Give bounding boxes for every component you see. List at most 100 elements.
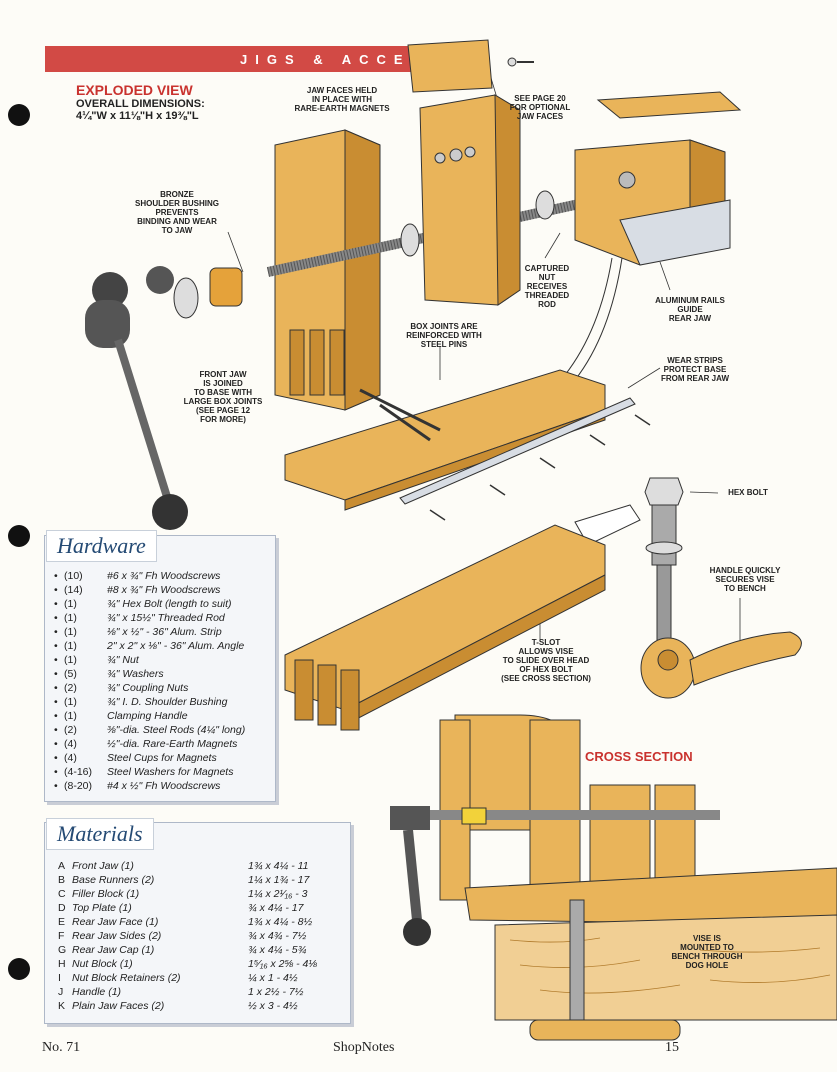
hardware-qty: (10) [64,570,83,582]
materials-row: E Rear Jaw Face (1) 1¾ x 4¼ - 8½ [58,915,317,929]
materials-letter: D [58,902,66,914]
materials-size: ¾ x 4¼ - 5¾ [248,944,307,956]
materials-row: F Rear Jaw Sides (2) ¾ x 4¾ - 7½ [58,929,317,943]
bullet-icon: • [54,696,58,708]
hardware-item: •(1)Clamping Handle [54,709,245,723]
materials-letter: E [58,916,66,928]
overall-dimensions-label: OVERALL DIMENSIONS: [76,98,205,110]
hardware-qty: (4-16) [64,766,93,778]
hardware-qty: (4) [64,752,77,764]
hardware-title: Hardware [46,530,157,562]
materials-letter: K [58,1000,66,1012]
hardware-item: • (10) #6 x ¾" Fh Woodscrews [54,569,245,583]
bullet-icon: • [54,570,58,582]
hardware-desc: ¾" Nut [107,654,139,666]
bullet-icon: • [54,640,58,652]
materials-size: 1¼ x 2¹⁄₁₆ - 3 [248,888,308,900]
materials-name: Handle (1) [72,986,122,998]
materials-letter: B [58,874,66,886]
hardware-item: •(1)⅛" x ½" - 36" Alum. Strip [54,625,245,639]
exploded-view-title-block: EXPLODED VIEW OVERALL DIMENSIONS: 4¼"W x… [76,82,205,122]
materials-letter: C [58,888,66,900]
materials-size: ½ x 3 - 4½ [248,1000,298,1012]
overall-dimensions-value: 4¼"W x 11⅛"H x 19⅜"L [76,110,199,122]
bullet-icon: • [54,738,58,750]
hardware-item: •(8-20)#4 x ½" Fh Woodscrews [54,779,245,793]
hardware-item: •(1)¾" I. D. Shoulder Bushing [54,695,245,709]
hardware-desc: #6 x ¾" Fh Woodscrews [107,570,221,582]
hardware-desc: 2" x 2" x ⅛" - 36" Alum. Angle [107,640,245,652]
hardware-qty: (1) [64,598,77,610]
hardware-qty: (1) [64,626,77,638]
bullet-icon: • [54,612,58,624]
callout-aluminum-rails: ALUMINUM RAILS GUIDE REAR JAW [655,296,725,323]
cross-section-title: CROSS SECTION [585,749,693,764]
binder-hole-middle [8,525,30,547]
callout-handle: HANDLE QUICKLY SECURES VISE TO BENCH [709,566,781,593]
hardware-item: • (1) ¾" Hex Bolt (length to suit) [54,597,245,611]
hardware-desc: ¾" Washers [107,668,164,680]
bullet-icon: • [54,724,58,736]
bullet-icon: • [54,668,58,680]
hardware-qty: (4) [64,738,77,750]
hardware-qty: (2) [64,724,77,736]
hardware-qty: (14) [64,584,83,596]
hardware-qty: (5) [64,668,77,680]
callout-captured-nut: CAPTURED NUT RECEIVES THREADED ROD [524,264,570,309]
materials-letter: F [58,930,65,942]
hardware-desc: ¾" x 15½" Threaded Rod [107,612,225,624]
hardware-qty: (1) [64,612,77,624]
hardware-item: •(2)¾" Coupling Nuts [54,681,245,695]
materials-name: Rear Jaw Face (1) [72,916,159,928]
hardware-item: •(4)Steel Cups for Magnets [54,751,245,765]
materials-size: ¾ x 4¾ - 7½ [248,930,307,942]
bullet-icon: • [54,780,58,792]
bullet-icon: • [54,682,58,694]
callout-box-joints: BOX JOINTS ARE REINFORCED WITH STEEL PIN… [406,322,482,349]
section-banner: JIGS & ACCESS [45,46,425,72]
materials-size: 1¾ x 4¼ - 11 [248,860,309,872]
hardware-desc: ½"-dia. Rare-Earth Magnets [107,738,238,750]
materials-letter: I [58,972,61,984]
materials-letter: G [58,944,67,956]
callout-vise-mounted: VISE IS MOUNTED TO BENCH THROUGH DOG HOL… [671,934,743,970]
hardware-desc: ⅛" x ½" - 36" Alum. Strip [107,626,222,638]
hardware-box [44,535,276,802]
hardware-item: • (4) ½"-dia. Rare-Earth Magnets [54,737,245,751]
materials-name: Rear Jaw Sides (2) [72,930,162,942]
hardware-item: •(4-16)Steel Washers for Magnets [54,765,245,779]
callout-t-slot: T-SLOT ALLOWS VISE TO SLIDE OVER HEAD OF… [501,638,591,683]
hardware-qty: (8-20) [64,780,93,792]
callout-see-page-20: SEE PAGE 20 FOR OPTIONAL JAW FACES [509,94,571,121]
bullet-icon: • [54,598,58,610]
callout-wear-strips: WEAR STRIPS PROTECT BASE FROM REAR JAW [661,356,729,383]
callout-front-jaw: FRONT JAW IS JOINED TO BASE WITH LARGE B… [183,370,263,424]
materials-name: Base Runners (2) [72,874,155,886]
materials-letter: J [58,986,64,998]
callout-hex-bolt: HEX BOLT [728,488,768,497]
materials-size: 1¾ x 4¼ - 8½ [248,916,313,928]
hardware-desc: ⅜"-dia. Steel Rods (4¼" long) [107,724,246,736]
binder-hole-top [8,104,30,126]
binder-hole-bottom [8,958,30,980]
hardware-item: • (1) ¾" x 15½" Threaded Rod [54,611,245,625]
materials-name: Nut Block Retainers (2) [72,972,181,984]
bullet-icon: • [54,766,58,778]
hardware-item: •(1)¾" Nut [54,653,245,667]
hardware-desc: Steel Cups for Magnets [107,752,217,764]
materials-size: ¼ x 1 - 4½ [248,972,298,984]
hardware-desc: ¾" Hex Bolt (length to suit) [107,598,232,610]
hardware-item: • (5) ¾" Washers [54,667,245,681]
hardware-qty: (1) [64,640,77,652]
hardware-qty: (1) [64,696,77,708]
hardware-desc: ¾" Coupling Nuts [107,682,189,694]
materials-size: ¾ x 4¼ - 17 [248,902,304,914]
materials-name: Front Jaw (1) [72,860,134,872]
bullet-icon: • [54,710,58,722]
